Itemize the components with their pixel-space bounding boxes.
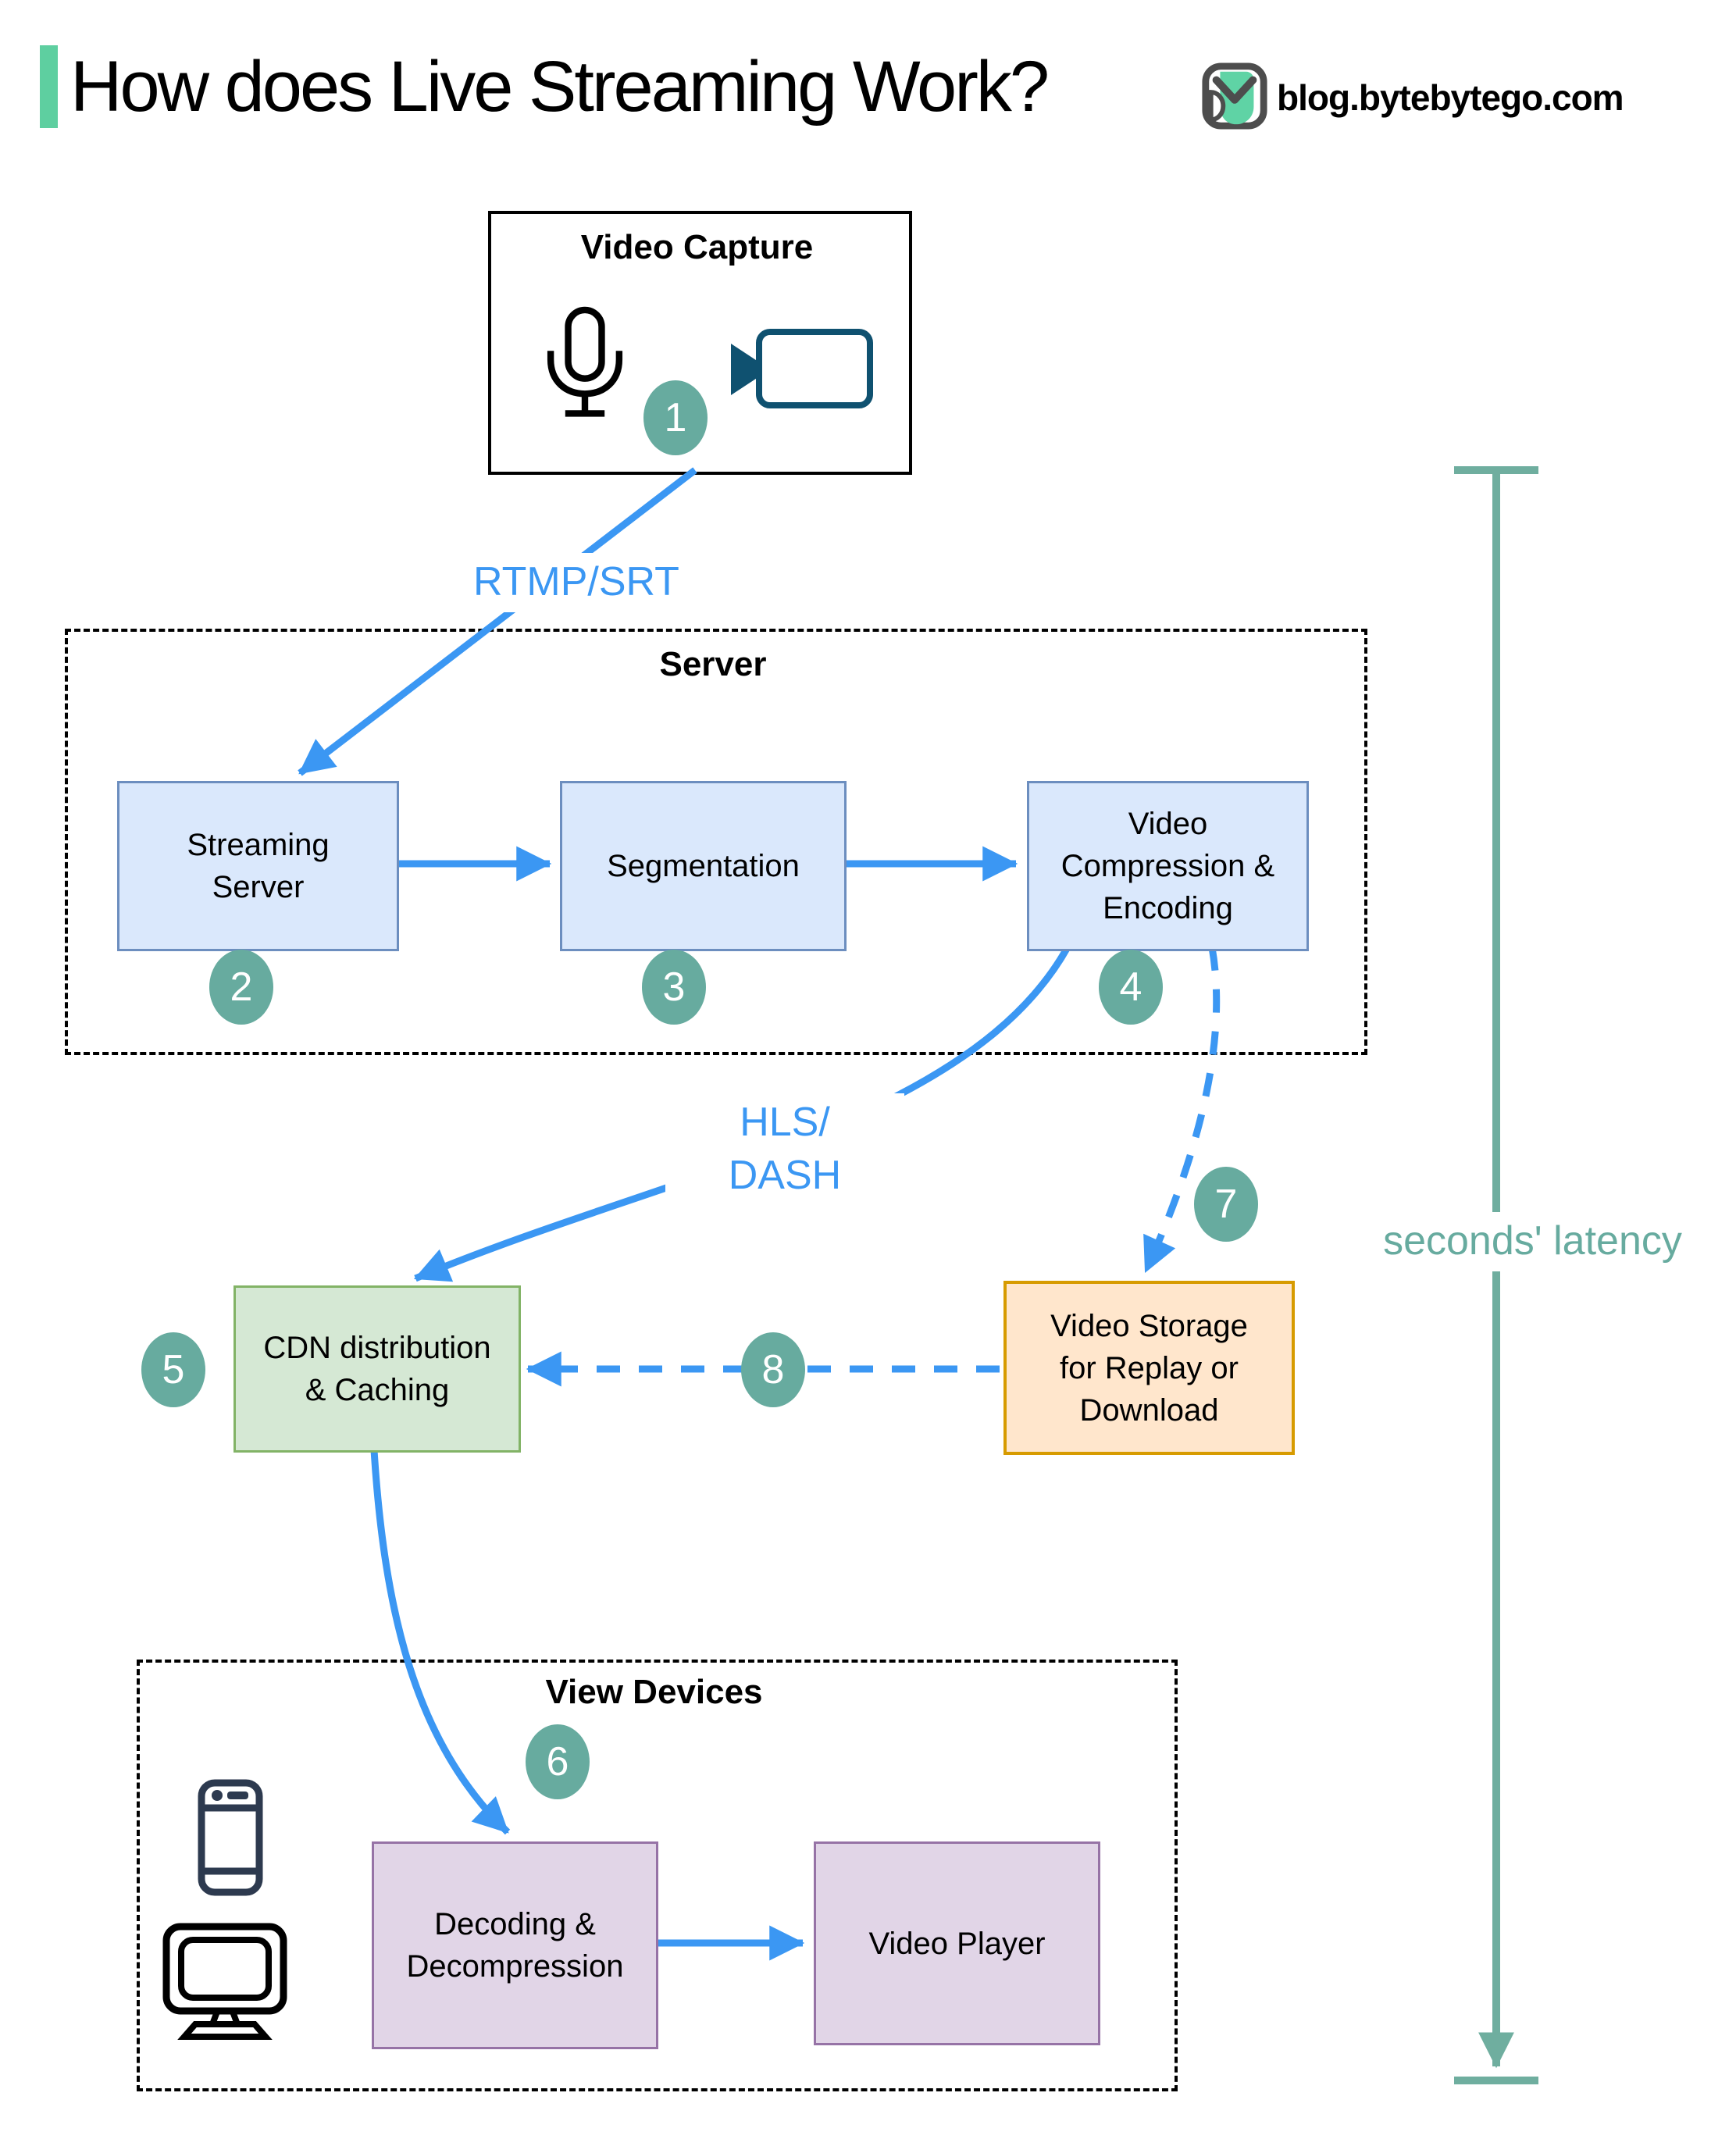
server-group-title: Server (659, 645, 767, 683)
step-badge-8: 8 (741, 1332, 805, 1407)
node-video-compression: Video Compression & Encoding (1027, 781, 1309, 951)
node-decoding: Decoding & Decompression (372, 1841, 658, 2049)
step-badge-2: 2 (209, 950, 273, 1025)
step-badge-3: 3 (642, 950, 706, 1025)
title-accent-bar (40, 45, 58, 128)
view-devices-group-title: View Devices (545, 1673, 763, 1711)
node-streaming-server: Streaming Server (117, 781, 399, 951)
latency-label: seconds' latency (1368, 1212, 1697, 1271)
step-badge-5: 5 (141, 1332, 205, 1407)
brand: blog.bytebytego.com (1200, 62, 1624, 133)
step-badge-1: 1 (643, 380, 708, 455)
edge-label-hls-dash: HLS/ DASH (665, 1093, 904, 1206)
video-camera-icon (726, 328, 875, 413)
step-badge-4: 4 (1099, 950, 1163, 1025)
monitor-icon (162, 1923, 287, 2045)
view-devices-group-box (137, 1660, 1178, 2091)
step-badge-6: 6 (526, 1724, 590, 1799)
node-video-storage: Video Storage for Replay or Download (1003, 1281, 1295, 1455)
edge-label-rtmp-srt: RTMP/SRT (441, 553, 711, 612)
node-cdn-distribution: CDN distribution & Caching (233, 1285, 521, 1453)
page-title: How does Live Streaming Work? (70, 47, 1050, 127)
node-video-player: Video Player (814, 1841, 1100, 2045)
bytebytego-logo-icon (1200, 62, 1269, 134)
video-capture-title: Video Capture (580, 228, 814, 266)
phone-icon (198, 1779, 263, 1900)
node-segmentation: Segmentation (560, 781, 847, 951)
step-badge-7: 7 (1194, 1167, 1258, 1242)
brand-site-url: blog.bytebytego.com (1277, 77, 1624, 118)
microphone-icon (541, 305, 629, 427)
